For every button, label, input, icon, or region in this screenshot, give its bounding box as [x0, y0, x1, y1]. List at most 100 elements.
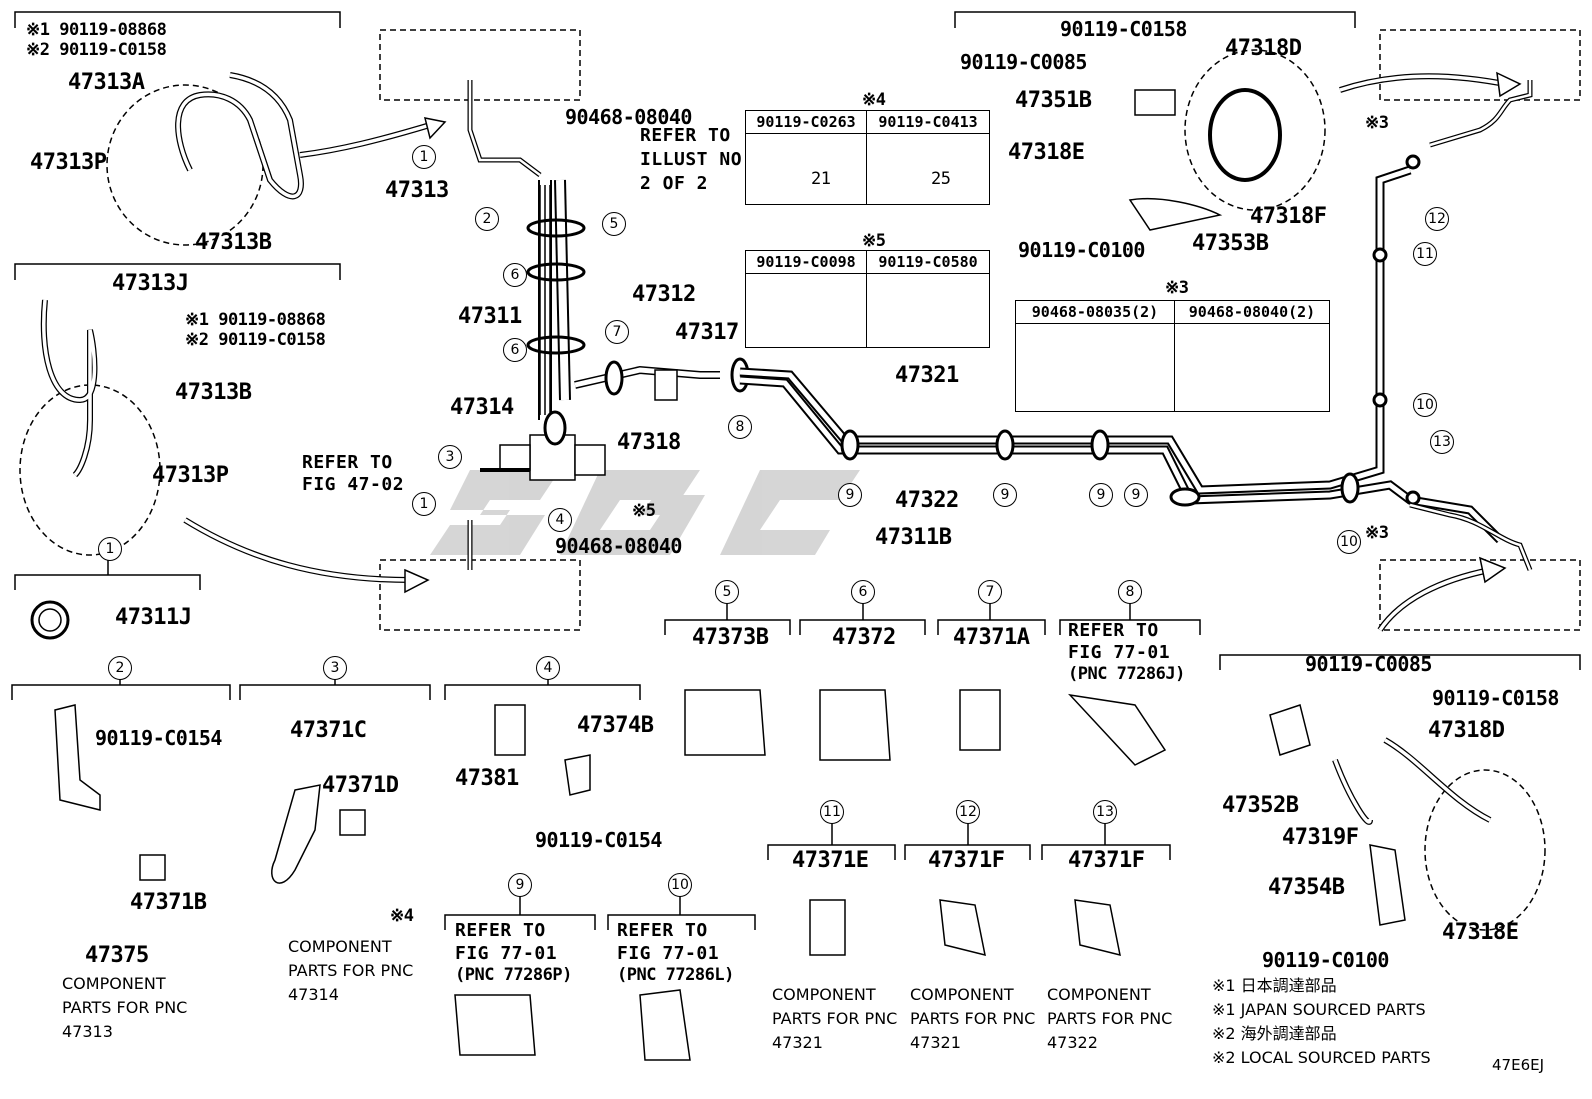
callout-1[interactable]: 1 [98, 537, 122, 561]
part-47318D[interactable]: 47318D [1225, 36, 1302, 61]
callout-11[interactable]: 11 [1413, 242, 1437, 266]
mark-3: ※3 [1365, 523, 1389, 543]
part-47375[interactable]: 47375 [85, 943, 149, 968]
callout-3[interactable]: 3 [438, 445, 462, 469]
table-header: 90119-C0098 [756, 253, 856, 271]
part-47373B[interactable]: 47373B [692, 625, 769, 650]
part-47371B[interactable]: 47371B [130, 890, 207, 915]
callout-10[interactable]: 10 [1413, 393, 1437, 417]
bolt-90119-c0154[interactable]: 90119-C0154 [95, 726, 222, 750]
part-47313A[interactable]: 47313A [68, 70, 145, 95]
callout-11[interactable]: 11 [820, 800, 844, 824]
clip-90468-08040[interactable]: 90468-08040 [555, 534, 682, 558]
part-47371E[interactable]: 47371E [792, 848, 869, 873]
refer-fig-77-01: REFER TO [455, 920, 546, 941]
callout-6[interactable]: 6 [503, 338, 527, 362]
callout-10[interactable]: 10 [1337, 530, 1361, 554]
callout-7[interactable]: 7 [605, 320, 629, 344]
part-47313P[interactable]: 47313P [152, 463, 229, 488]
callout-10[interactable]: 10 [668, 873, 692, 897]
part-47318E[interactable]: 47318E [1008, 140, 1085, 165]
callout-4[interactable]: 4 [548, 508, 572, 532]
refer-illust: 2 OF 2 [640, 173, 709, 194]
callout-9[interactable]: 9 [993, 483, 1017, 507]
callout-8[interactable]: 8 [728, 415, 752, 439]
callout-1[interactable]: 1 [412, 492, 436, 516]
bolt-90119-c0100[interactable]: 90119-C0100 [1018, 238, 1145, 262]
part-47314[interactable]: 47314 [450, 395, 514, 420]
callout-1[interactable]: 1 [412, 145, 436, 169]
part-47311B[interactable]: 47311B [875, 525, 952, 550]
part-47313J[interactable]: 47313J [112, 271, 189, 296]
callout-13[interactable]: 13 [1093, 800, 1117, 824]
part-47318E[interactable]: 47318E [1442, 920, 1519, 945]
bolt-90119-c0158[interactable]: 90119-C0158 [1060, 17, 1187, 41]
table-3-mark: ※3 [1165, 278, 1189, 298]
part-47317[interactable]: 47317 [675, 320, 739, 345]
callout-2[interactable]: 2 [108, 656, 132, 680]
part-47313P[interactable]: 47313P [30, 150, 107, 175]
callout-7[interactable]: 7 [978, 580, 1002, 604]
callout-8[interactable]: 8 [1118, 580, 1142, 604]
bracket-top-left [14, 11, 341, 28]
callout-12[interactable]: 12 [1425, 207, 1449, 231]
callout-3[interactable]: 3 [323, 656, 347, 680]
clip-90468-08040[interactable]: 90468-08040 [565, 105, 692, 129]
part-47374B[interactable]: 47374B [577, 713, 654, 738]
callout-9[interactable]: 9 [1124, 483, 1148, 507]
part-47318D[interactable]: 47318D [1428, 718, 1505, 743]
bracket-top-right [954, 11, 1356, 28]
dimension-label: 21 [811, 169, 831, 189]
callout-13[interactable]: 13 [1430, 430, 1454, 454]
callout-9[interactable]: 9 [1089, 483, 1113, 507]
part-47371A[interactable]: 47371A [953, 625, 1030, 650]
component-note-47313: COMPONENT PARTS FOR PNC 47313 [62, 974, 188, 1041]
part-47372[interactable]: 47372 [832, 625, 896, 650]
refer-pnc: (PNC 77286P) [455, 965, 572, 985]
part-47319F[interactable]: 47319F [1282, 825, 1359, 850]
valve-assembly [480, 410, 606, 481]
component-note-47322: COMPONENT PARTS FOR PNC 47322 [1047, 985, 1173, 1052]
part-47321[interactable]: 47321 [895, 363, 959, 388]
part-47322[interactable]: 47322 [895, 488, 959, 513]
table-header: 90468-08035(2) [1031, 303, 1159, 321]
callout-5[interactable]: 5 [715, 580, 739, 604]
part-47311[interactable]: 47311 [458, 304, 522, 329]
callout-4[interactable]: 4 [536, 656, 560, 680]
callout-9[interactable]: 9 [508, 873, 532, 897]
part-47371F[interactable]: 47371F [928, 848, 1005, 873]
part-47351B[interactable]: 47351B [1015, 88, 1092, 113]
callout-2[interactable]: 2 [475, 207, 499, 231]
part-47371F[interactable]: 47371F [1068, 848, 1145, 873]
bolt-90119-c0085[interactable]: 90119-C0085 [1305, 652, 1432, 676]
part-47311J[interactable]: 47311J [115, 605, 192, 630]
refer-pnc: (PNC 77286J) [1068, 664, 1185, 684]
callout-6[interactable]: 6 [503, 263, 527, 287]
callout-12[interactable]: 12 [956, 800, 980, 824]
part-47313B[interactable]: 47313B [175, 380, 252, 405]
part-47313[interactable]: 47313 [385, 178, 449, 203]
part-47371D[interactable]: 47371D [322, 773, 399, 798]
table-header: 90468-08040(2) [1188, 303, 1316, 321]
callout-9[interactable]: 9 [838, 483, 862, 507]
part-sketches [30, 600, 1167, 1061]
part-47352B[interactable]: 47352B [1222, 793, 1299, 818]
bracket-mid-left [14, 263, 341, 280]
part-47371C[interactable]: 47371C [290, 718, 367, 743]
bolt-90119-c0085[interactable]: 90119-C0085 [960, 50, 1087, 74]
bolt-90119-c0100[interactable]: 90119-C0100 [1262, 948, 1389, 972]
part-47381[interactable]: 47381 [455, 766, 519, 791]
refer-fig-47-02: REFER TO [302, 452, 393, 473]
part-47313B[interactable]: 47313B [195, 230, 272, 255]
part-47354B[interactable]: 47354B [1268, 875, 1345, 900]
bolt-90119-c0158[interactable]: 90119-C0158 [1432, 686, 1559, 710]
callout-5[interactable]: 5 [602, 212, 626, 236]
part-47353B[interactable]: 47353B [1192, 231, 1269, 256]
part-47318[interactable]: 47318 [617, 430, 681, 455]
bolt-90119-c0154[interactable]: 90119-C0154 [535, 828, 662, 852]
refer-fig-77-01: REFER TO [1068, 620, 1159, 641]
part-47318F[interactable]: 47318F [1250, 204, 1327, 229]
footnote: ※2 LOCAL SOURCED PARTS [1212, 1048, 1431, 1067]
callout-6[interactable]: 6 [851, 580, 875, 604]
part-47312[interactable]: 47312 [632, 282, 696, 307]
